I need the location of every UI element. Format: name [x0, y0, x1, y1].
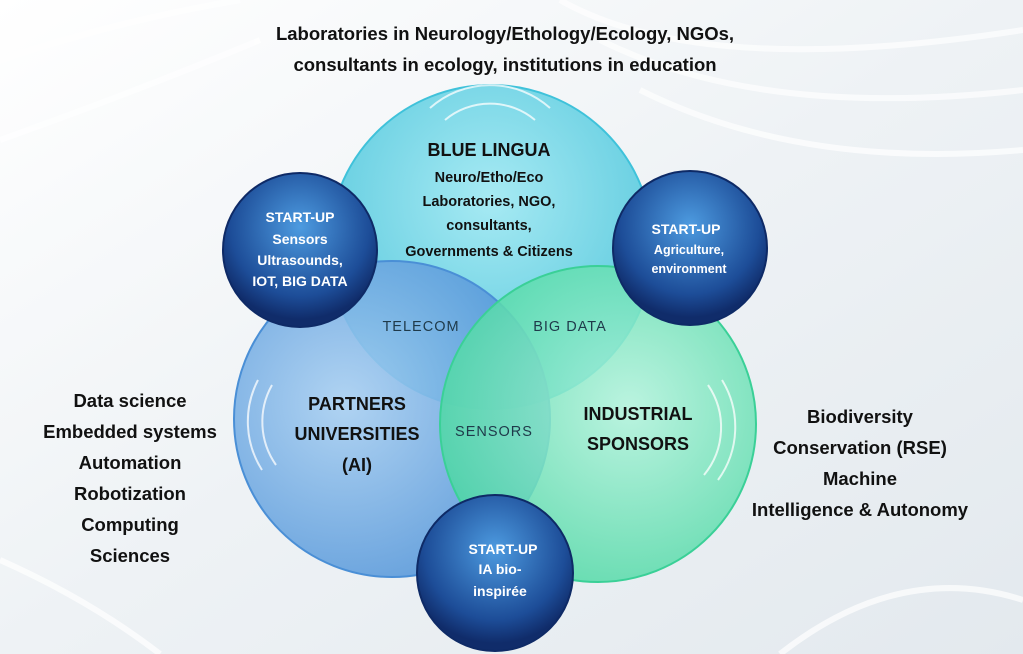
startup-sensors-line2: Sensors	[272, 231, 327, 247]
startup-agriculture-circle	[612, 170, 768, 326]
top-description-line2: consultants in ecology, institutions in …	[293, 54, 717, 75]
startup-ia-circle	[416, 494, 574, 652]
startup-sensors-line4: IOT, BIG DATA	[252, 273, 347, 289]
top-description-line1: Laboratories in Neurology/Ethology/Ecolo…	[275, 23, 735, 44]
startup-sensors-line3: Ultrasounds,	[257, 252, 343, 268]
blue-lingua-title: BLUE LINGUA	[428, 140, 551, 160]
startup-agriculture-line3: environment	[651, 262, 727, 276]
startup-sensors-line1: START-UP	[266, 209, 335, 225]
partners-line2: UNIVERSITIES	[294, 424, 419, 444]
blue-lingua-line2: Laboratories, NGO,	[423, 194, 556, 210]
left-description-line1: Data science	[73, 390, 187, 411]
industrial-line1: INDUSTRIAL	[584, 404, 693, 424]
right-description-line1: Biodiversity	[807, 406, 913, 427]
overlap-big-data-label: BIG DATA	[533, 319, 607, 335]
partners-line1: PARTNERS	[308, 394, 406, 414]
left-description: Data science Embedded systems Automation…	[20, 385, 240, 571]
left-description-line6: Sciences	[89, 545, 171, 566]
blue-lingua-line4: Governments & Citizens	[405, 244, 573, 260]
right-description-line4: Intelligence & Autonomy	[751, 499, 969, 520]
right-description-line3: Machine	[822, 468, 898, 489]
left-description-line3: Automation	[78, 452, 182, 473]
startup-ia-line1: START-UP	[469, 541, 538, 557]
industrial-line2: SPONSORS	[587, 434, 689, 454]
left-description-line2: Embedded systems	[43, 421, 217, 442]
startup-sensors-circle	[222, 172, 378, 328]
blue-lingua-line1: Neuro/Etho/Eco	[435, 170, 544, 186]
startup-ia-line2: IA bio-	[478, 561, 521, 577]
startup-ia-line3: inspirée	[473, 583, 527, 599]
startup-agriculture-line1: START-UP	[652, 221, 721, 237]
decorative-arcs	[246, 84, 737, 481]
right-description: Biodiversity Conservation (RSE) Machine …	[730, 401, 990, 525]
left-description-line4: Robotization	[73, 483, 186, 504]
right-description-line2: Conservation (RSE)	[773, 437, 947, 458]
startup-agriculture-line2: Agriculture,	[654, 243, 724, 257]
overlap-sensors-label: SENSORS	[455, 424, 533, 440]
top-description: Laboratories in Neurology/Ethology/Ecolo…	[205, 18, 805, 80]
left-description-line5: Computing	[81, 514, 179, 535]
overlap-telecom-label: TELECOM	[382, 319, 459, 335]
blue-lingua-line3: consultants,	[446, 218, 531, 234]
partners-line3: (AI)	[342, 455, 372, 475]
